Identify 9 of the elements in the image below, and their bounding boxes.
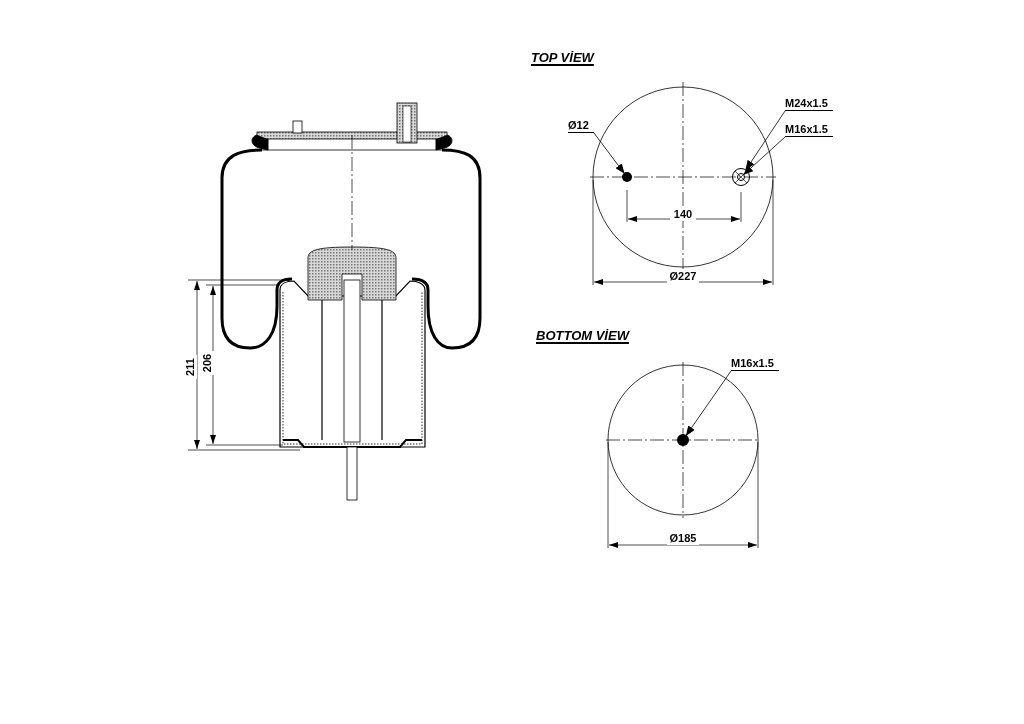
dimension-value: Ø185 [667,531,699,545]
callout-label: M16x1.5 [785,122,833,137]
callout-label: Ø12 [568,118,594,133]
dimension-value: 140 [670,207,696,221]
callout-label: M16x1.5 [731,356,779,371]
callout-label: M24x1.5 [785,96,833,111]
dimension-value: 211 [183,355,197,379]
dimension-value: Ø227 [667,269,699,283]
dimension-value: 206 [200,351,214,375]
